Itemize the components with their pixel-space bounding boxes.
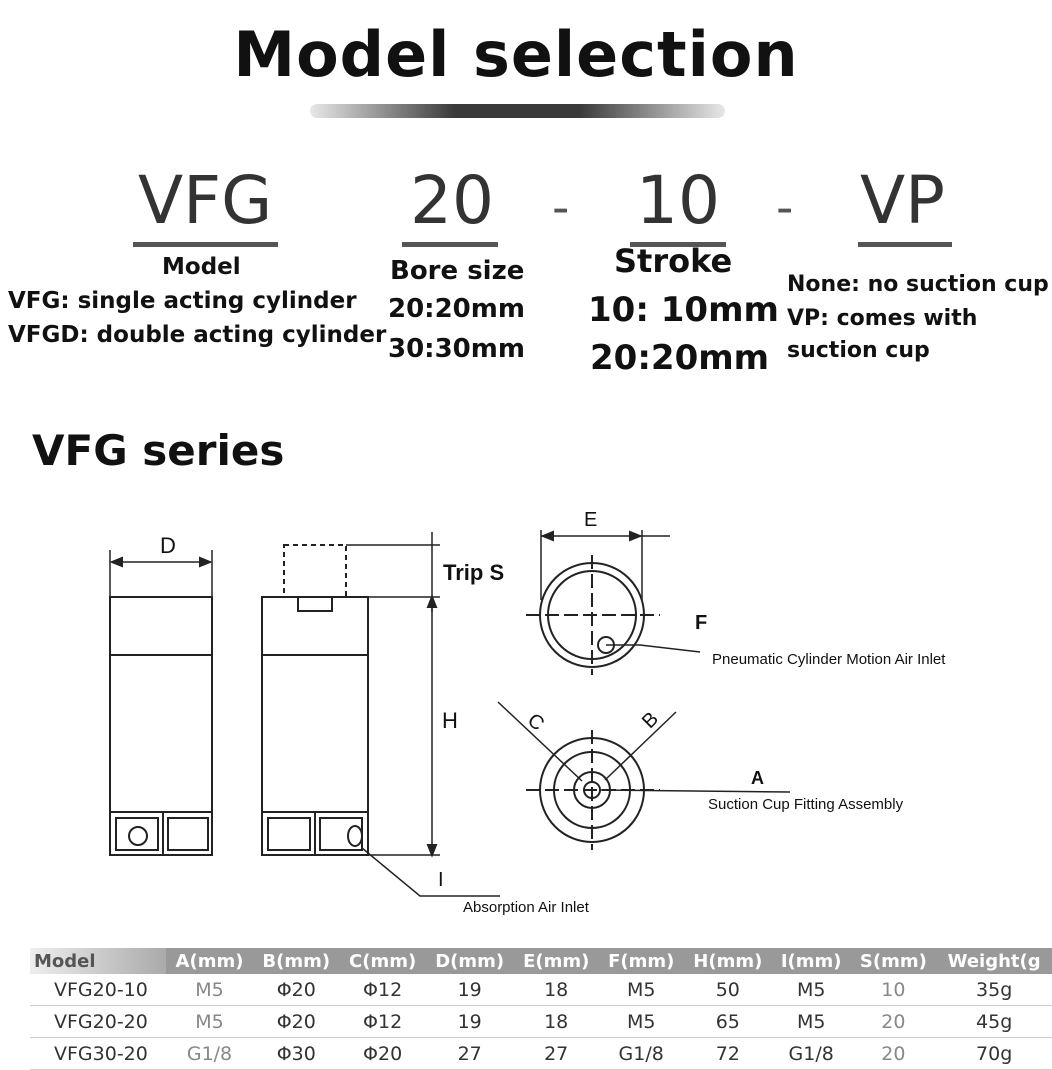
cell-b: Φ20 bbox=[252, 974, 340, 1006]
label-a: A bbox=[751, 768, 764, 788]
table-row: VFG20-10 M5 Φ20 Φ12 19 18 M5 50 M5 10 35… bbox=[30, 974, 1052, 1006]
header-i: I(mm) bbox=[771, 948, 851, 974]
label-i: I bbox=[438, 869, 444, 891]
stroke-20: 20:20mm bbox=[590, 338, 770, 378]
stroke-extension-dashed bbox=[283, 544, 347, 598]
text-absorption-air-inlet: Absorption Air Inlet bbox=[463, 899, 590, 916]
title-underline bbox=[310, 104, 725, 118]
code-underline-series bbox=[133, 242, 278, 247]
label-d: D bbox=[160, 533, 176, 558]
model-heading: Model bbox=[162, 254, 241, 280]
label-f: F bbox=[695, 612, 707, 634]
stroke-heading: Stroke bbox=[614, 242, 733, 280]
cell-i: M5 bbox=[771, 974, 851, 1006]
series-title: VFG series bbox=[32, 426, 285, 475]
header-c: C(mm) bbox=[339, 948, 426, 974]
cell-h: 50 bbox=[683, 974, 772, 1006]
label-e: E bbox=[584, 509, 597, 531]
code-separator-2: - bbox=[776, 180, 794, 236]
cell-f: G1/8 bbox=[598, 1037, 684, 1070]
table-header-row: Model A(mm) B(mm) C(mm) D(mm) E(mm) F(mm… bbox=[30, 948, 1052, 974]
table-row: VFG20-20 M5 Φ20 Φ12 19 18 M5 65 M5 20 45… bbox=[30, 1005, 1052, 1038]
cup-vp: VP: comes with bbox=[787, 306, 978, 331]
text-motion-air-inlet: Pneumatic Cylinder Motion Air Inlet bbox=[712, 651, 946, 668]
technical-drawing: D Trip S H E F Pneumatic Cylinder Motion… bbox=[109, 509, 946, 916]
cell-a: M5 bbox=[166, 974, 253, 1006]
left-view-body bbox=[109, 596, 213, 856]
cell-d: 19 bbox=[425, 1005, 514, 1038]
code-part-stroke: 10 bbox=[636, 162, 720, 239]
cell-a: M5 bbox=[166, 1005, 253, 1038]
cell-b: Φ20 bbox=[252, 1005, 340, 1038]
cup-vp-cont: suction cup bbox=[787, 338, 930, 363]
cell-f: M5 bbox=[598, 1005, 684, 1038]
cell-d: 19 bbox=[425, 974, 514, 1006]
label-c: C bbox=[523, 709, 548, 735]
label-h: H bbox=[442, 708, 458, 733]
stroke-10: 10: 10mm bbox=[588, 290, 779, 330]
cell-weight: 70g bbox=[936, 1037, 1052, 1070]
cell-d: 27 bbox=[425, 1037, 514, 1070]
label-trip-s: Trip S bbox=[443, 560, 504, 585]
header-b: B(mm) bbox=[252, 948, 340, 974]
bore-heading: Bore size bbox=[390, 256, 525, 286]
header-h: H(mm) bbox=[683, 948, 772, 974]
cell-h: 72 bbox=[683, 1037, 772, 1070]
cell-weight: 45g bbox=[936, 1005, 1052, 1038]
cell-e: 18 bbox=[513, 974, 599, 1006]
model-double: VFGD: double acting cylinder bbox=[8, 322, 387, 348]
code-underline-cup bbox=[858, 242, 952, 247]
cell-model: VFG30-20 bbox=[30, 1037, 167, 1070]
header-a: A(mm) bbox=[166, 948, 253, 974]
cell-weight: 35g bbox=[936, 974, 1052, 1006]
cell-model: VFG20-20 bbox=[30, 1005, 167, 1038]
code-part-cup: VP bbox=[860, 162, 945, 239]
cell-s: 20 bbox=[850, 1037, 937, 1070]
code-part-series: VFG bbox=[138, 162, 273, 239]
text-suction-cup-fitting: Suction Cup Fitting Assembly bbox=[708, 796, 904, 813]
model-single: VFG: single acting cylinder bbox=[8, 288, 357, 314]
cell-h: 65 bbox=[683, 1005, 772, 1038]
header-model: Model bbox=[30, 948, 167, 974]
bore-30: 30:30mm bbox=[388, 334, 525, 364]
cell-c: Φ20 bbox=[339, 1037, 426, 1070]
cup-none: None: no suction cup bbox=[787, 272, 1049, 297]
cell-s: 20 bbox=[850, 1005, 937, 1038]
spec-table: Model A(mm) B(mm) C(mm) D(mm) E(mm) F(mm… bbox=[30, 948, 1052, 1070]
code-underline-stroke bbox=[630, 242, 726, 247]
code-underline-bore bbox=[402, 242, 498, 247]
header-d: D(mm) bbox=[425, 948, 514, 974]
cell-i: G1/8 bbox=[771, 1037, 851, 1070]
table-row: VFG30-20 G1/8 Φ30 Φ20 27 27 G1/8 72 G1/8… bbox=[30, 1037, 1052, 1070]
cell-a: G1/8 bbox=[166, 1037, 253, 1070]
cell-c: Φ12 bbox=[339, 974, 426, 1006]
cell-c: Φ12 bbox=[339, 1005, 426, 1038]
code-separator-1: - bbox=[552, 180, 570, 236]
cell-f: M5 bbox=[598, 974, 684, 1006]
cell-s: 10 bbox=[850, 974, 937, 1006]
header-s: S(mm) bbox=[850, 948, 937, 974]
code-part-bore: 20 bbox=[410, 162, 494, 239]
cell-i: M5 bbox=[771, 1005, 851, 1038]
cell-e: 27 bbox=[513, 1037, 599, 1070]
bore-20: 20:20mm bbox=[388, 294, 525, 324]
cell-e: 18 bbox=[513, 1005, 599, 1038]
page-title: Model selection bbox=[233, 18, 799, 91]
header-weight: Weight(g bbox=[936, 948, 1052, 974]
cell-b: Φ30 bbox=[252, 1037, 340, 1070]
cell-model: VFG20-10 bbox=[30, 974, 167, 1006]
header-f: F(mm) bbox=[598, 948, 684, 974]
header-e: E(mm) bbox=[513, 948, 599, 974]
